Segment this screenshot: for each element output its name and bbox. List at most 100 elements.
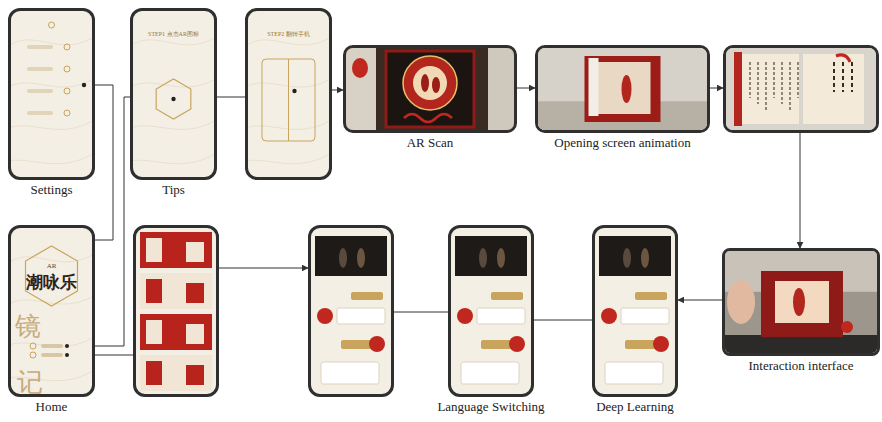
screen-text: AR bbox=[11, 262, 92, 270]
screen-caption: Home bbox=[36, 400, 68, 415]
hexagon-button bbox=[156, 79, 191, 119]
menu-text-bar bbox=[27, 67, 53, 71]
text-column bbox=[833, 62, 835, 92]
photo-ground bbox=[726, 48, 876, 130]
contour-lines bbox=[11, 38, 92, 164]
screen-caption: AR Scan bbox=[407, 136, 454, 151]
contour-line bbox=[133, 154, 214, 163]
avatar bbox=[653, 336, 669, 352]
paper-cut-detail bbox=[146, 279, 162, 303]
watermark-character: 镜 bbox=[15, 314, 41, 340]
figure bbox=[497, 248, 505, 268]
red-stage bbox=[585, 56, 661, 122]
fold-line bbox=[288, 59, 289, 141]
avatar bbox=[601, 308, 617, 324]
phone-frame bbox=[448, 225, 534, 397]
link-dot bbox=[65, 353, 69, 357]
phone-screen: Interaction interface bbox=[722, 248, 880, 356]
connector-arrow bbox=[710, 88, 723, 89]
screen-caption: Interaction interface bbox=[748, 359, 853, 374]
contour-line bbox=[248, 154, 329, 163]
emblem-circle bbox=[403, 56, 457, 110]
connector-line bbox=[394, 312, 448, 313]
screen-illustration bbox=[726, 48, 876, 130]
phone-frame bbox=[535, 45, 710, 133]
screen-illustration bbox=[346, 48, 514, 130]
reply-bubble bbox=[477, 308, 525, 324]
menu-text-bar bbox=[27, 45, 53, 49]
text-column bbox=[842, 62, 844, 92]
menu-text-bar bbox=[27, 111, 53, 115]
contour-line bbox=[11, 255, 92, 262]
screen-text: STEP1 点击AR图标 bbox=[133, 31, 214, 38]
menu-icon bbox=[30, 352, 36, 358]
menu-text-bar bbox=[41, 353, 63, 357]
figure bbox=[479, 248, 487, 268]
user-bubble bbox=[351, 292, 383, 300]
link-dot bbox=[292, 89, 296, 93]
reply-bubble bbox=[605, 362, 663, 384]
screen-illustration bbox=[311, 228, 391, 394]
figure bbox=[793, 288, 805, 316]
contour-line bbox=[11, 38, 92, 45]
phone-frame bbox=[722, 248, 880, 356]
phone-frame bbox=[723, 45, 879, 133]
text-column bbox=[797, 62, 798, 98]
text-column bbox=[765, 62, 766, 110]
screen-caption: Deep Learning bbox=[596, 400, 674, 415]
menu-icon bbox=[64, 88, 70, 94]
contour-line bbox=[133, 121, 214, 129]
phone-frame: STEP2 翻转手机 bbox=[245, 8, 332, 180]
phone-frame bbox=[8, 8, 95, 180]
screen-illustration bbox=[725, 251, 877, 353]
link-dot bbox=[65, 344, 69, 348]
user-bubble bbox=[491, 292, 523, 300]
figure bbox=[641, 248, 649, 268]
figure bbox=[339, 248, 347, 268]
text-column bbox=[851, 62, 853, 92]
screen-caption: Language Switching bbox=[437, 400, 544, 415]
menu-icon bbox=[64, 44, 70, 50]
video-panel bbox=[455, 236, 527, 276]
emblem-frame bbox=[386, 51, 474, 127]
phone-screen bbox=[723, 45, 879, 133]
screen-text: 潮咏乐 bbox=[11, 273, 92, 293]
paper-cut-detail bbox=[186, 365, 204, 385]
phone-screen bbox=[308, 225, 394, 397]
stage-screen bbox=[775, 281, 829, 323]
contour-lines bbox=[248, 38, 329, 164]
contour-lines bbox=[133, 38, 214, 164]
phone-screen: Settings bbox=[8, 8, 95, 180]
phone-screen: STEP1 点击AR图标Tips bbox=[130, 8, 217, 180]
menu-icon bbox=[30, 343, 36, 349]
table bbox=[725, 335, 877, 353]
wifi-icon bbox=[49, 22, 55, 28]
contour-line bbox=[11, 80, 92, 87]
paper-cut-detail bbox=[146, 238, 162, 262]
emblem-center bbox=[413, 66, 447, 100]
contour-line bbox=[11, 154, 92, 163]
rotated-phone bbox=[262, 59, 315, 141]
lantern bbox=[352, 58, 368, 78]
paper-cut-detail bbox=[146, 361, 162, 385]
reply-bubble bbox=[461, 362, 519, 384]
watermark-character: 记 bbox=[17, 370, 43, 396]
phone-screen: Opening screen animation bbox=[535, 45, 710, 133]
avatar bbox=[509, 336, 525, 352]
contour-lines bbox=[11, 255, 92, 381]
phone-frame bbox=[308, 225, 394, 397]
connector-line bbox=[534, 320, 592, 321]
screen-illustration bbox=[538, 48, 707, 130]
paper-cut-image bbox=[140, 355, 212, 391]
contour-line bbox=[248, 38, 329, 45]
link-dot bbox=[82, 83, 86, 87]
paper-cut-detail bbox=[186, 242, 204, 262]
contour-line bbox=[133, 38, 214, 45]
connector-arrow bbox=[800, 133, 801, 248]
screen-illustration bbox=[595, 228, 675, 394]
screen-illustration bbox=[451, 228, 531, 394]
connector-arrow bbox=[332, 90, 343, 91]
paper-cut-image bbox=[140, 232, 212, 268]
contour-line bbox=[11, 121, 92, 129]
